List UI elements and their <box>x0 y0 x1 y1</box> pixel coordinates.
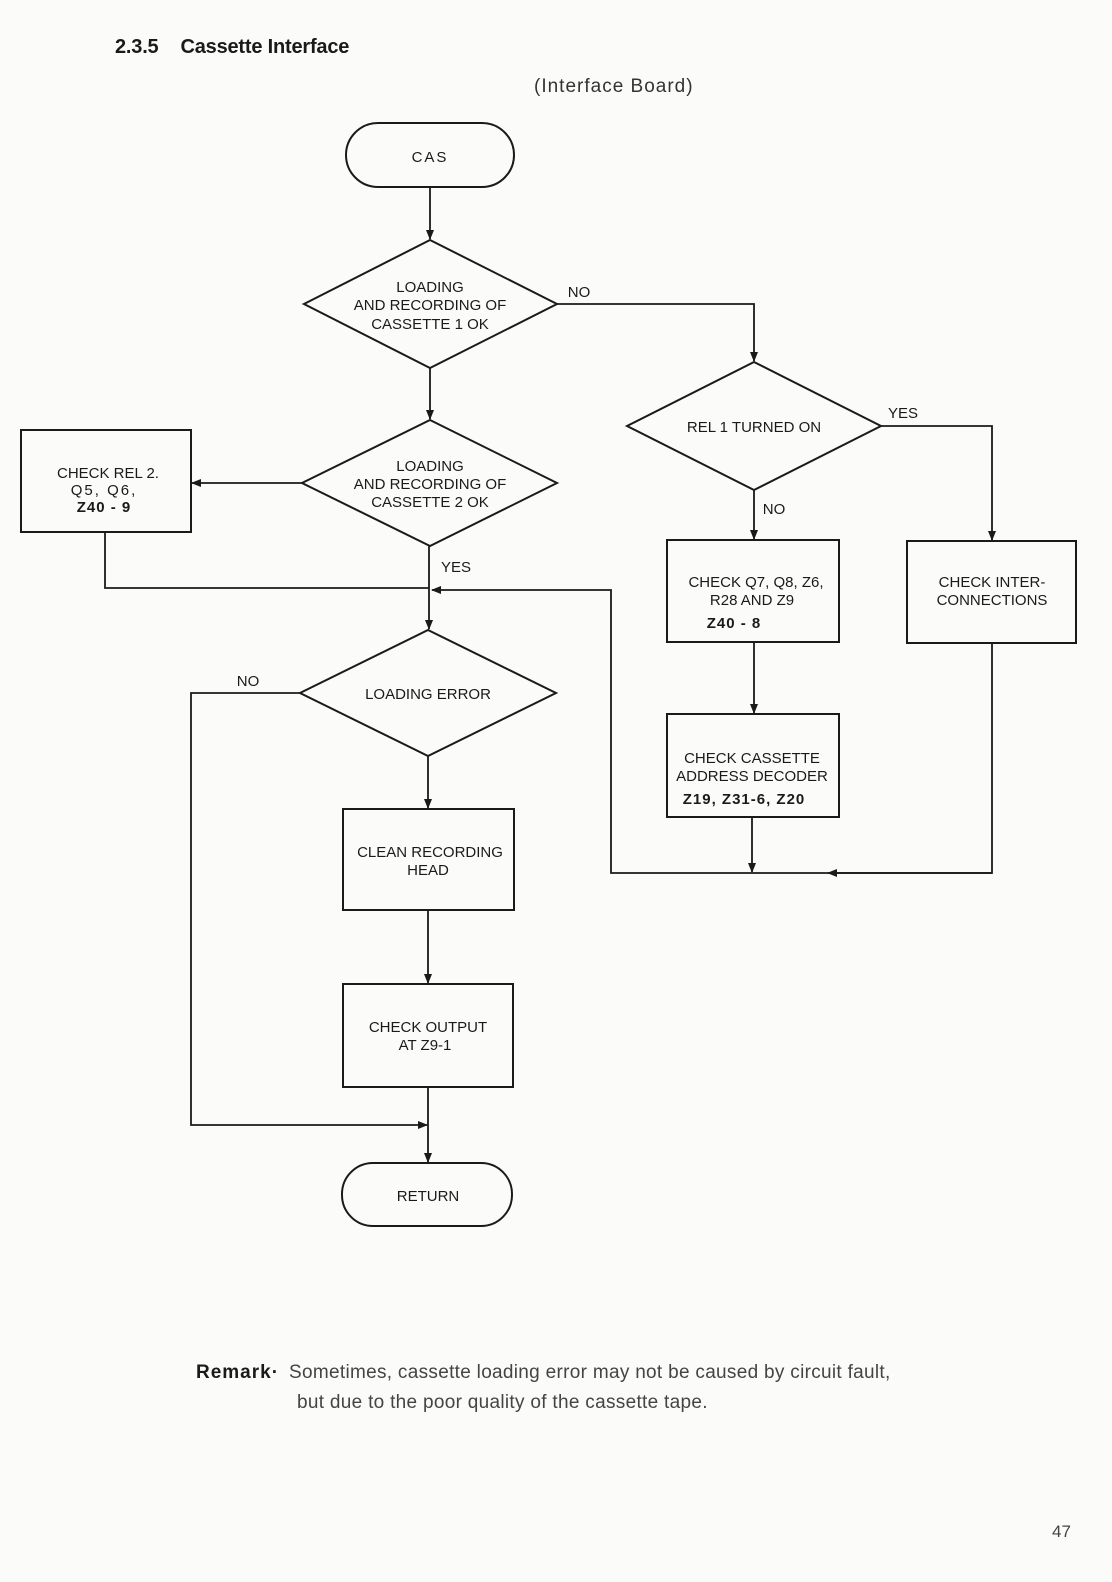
section-title: Cassette Interface <box>180 36 350 58</box>
box-check-output-line2: AT Z9-1 <box>399 1037 452 1054</box>
box-check-inter-line1: CHECK INTER- <box>939 574 1046 591</box>
box-check-decoder-line2: ADDRESS DECODER <box>676 768 828 785</box>
box-check-decoder-line1: CHECK CASSETTE <box>684 750 820 767</box>
end-terminal <box>341 1162 513 1227</box>
connector-inter-down <box>830 643 993 874</box>
box-check-q7-line2: R28 AND Z9 <box>710 592 794 609</box>
decision-cassette2-line1: LOADING <box>396 458 464 475</box>
decision-cassette1-line3: CASSETTE 1 OK <box>371 316 489 333</box>
decision-loading-error-text: LOADING ERROR <box>365 686 491 703</box>
start-label: CAS <box>412 149 449 166</box>
label-yes-rel1: YES <box>888 405 918 422</box>
label-no-rel1: NO <box>763 501 786 518</box>
decision-cassette2 <box>299 418 560 548</box>
remark-line2: but due to the poor quality of the casse… <box>297 1392 708 1413</box>
box-check-decoder <box>666 713 840 818</box>
page-number: 47 <box>1052 1522 1071 1541</box>
end-label: RETURN <box>397 1188 460 1205</box>
subtitle: (Interface Board) <box>534 76 694 97</box>
box-check-inter-line2: CONNECTIONS <box>937 592 1048 609</box>
remark: Remark· Sometimes, cassette loading error… <box>196 1358 1016 1418</box>
box-clean-head-line1: CLEAN RECORDING <box>357 844 503 861</box>
box-check-output-line1: CHECK OUTPUT <box>369 1019 487 1036</box>
connector-c1-no-to-rel1 <box>557 303 758 362</box>
box-clean-head-line2: HEAD <box>407 862 449 879</box>
box-check-q7 <box>666 539 840 643</box>
decision-rel1-text: REL 1 TURNED ON <box>687 419 821 436</box>
flowchart: CAS LOADING AND RECORDING OF CASSETTE 1 … <box>20 122 1077 1227</box>
section-heading: 2.3.5 Cassette Interface <box>115 36 349 59</box>
label-no-c1: NO <box>568 284 591 301</box>
decision-cassette1-line1: LOADING <box>396 279 464 296</box>
box-check-rel2-code: Z40 - 9 <box>77 499 132 516</box>
decision-cassette2-line3: CASSETTE 2 OK <box>371 494 489 511</box>
box-check-rel2-line2: Q5, Q6, <box>71 482 138 499</box>
box-check-decoder-code: Z19, Z31-6, Z20 <box>683 791 806 808</box>
decision-cassette1-line2: AND RECORDING OF <box>354 297 507 314</box>
remark-label: Remark· <box>196 1362 280 1383</box>
label-no-error: NO <box>237 673 260 690</box>
connector-rel2-back <box>104 532 429 589</box>
connector-error-no-bypass <box>190 692 428 1129</box>
box-check-q7-line1: CHECK Q7, Q8, Z6, <box>688 574 823 591</box>
decision-cassette2-line2: AND RECORDING OF <box>354 476 507 493</box>
box-check-q7-code: Z40 - 8 <box>707 615 762 632</box>
remark-line1: Sometimes, cassette loading error may no… <box>289 1362 891 1383</box>
connector-return-loop <box>431 586 830 874</box>
label-yes-c2: YES <box>441 559 471 576</box>
connector-rel1-yes-to-inter <box>881 425 996 541</box>
section-number: 2.3.5 <box>115 36 159 58</box>
box-check-rel2-line1: CHECK REL 2. <box>57 465 159 482</box>
